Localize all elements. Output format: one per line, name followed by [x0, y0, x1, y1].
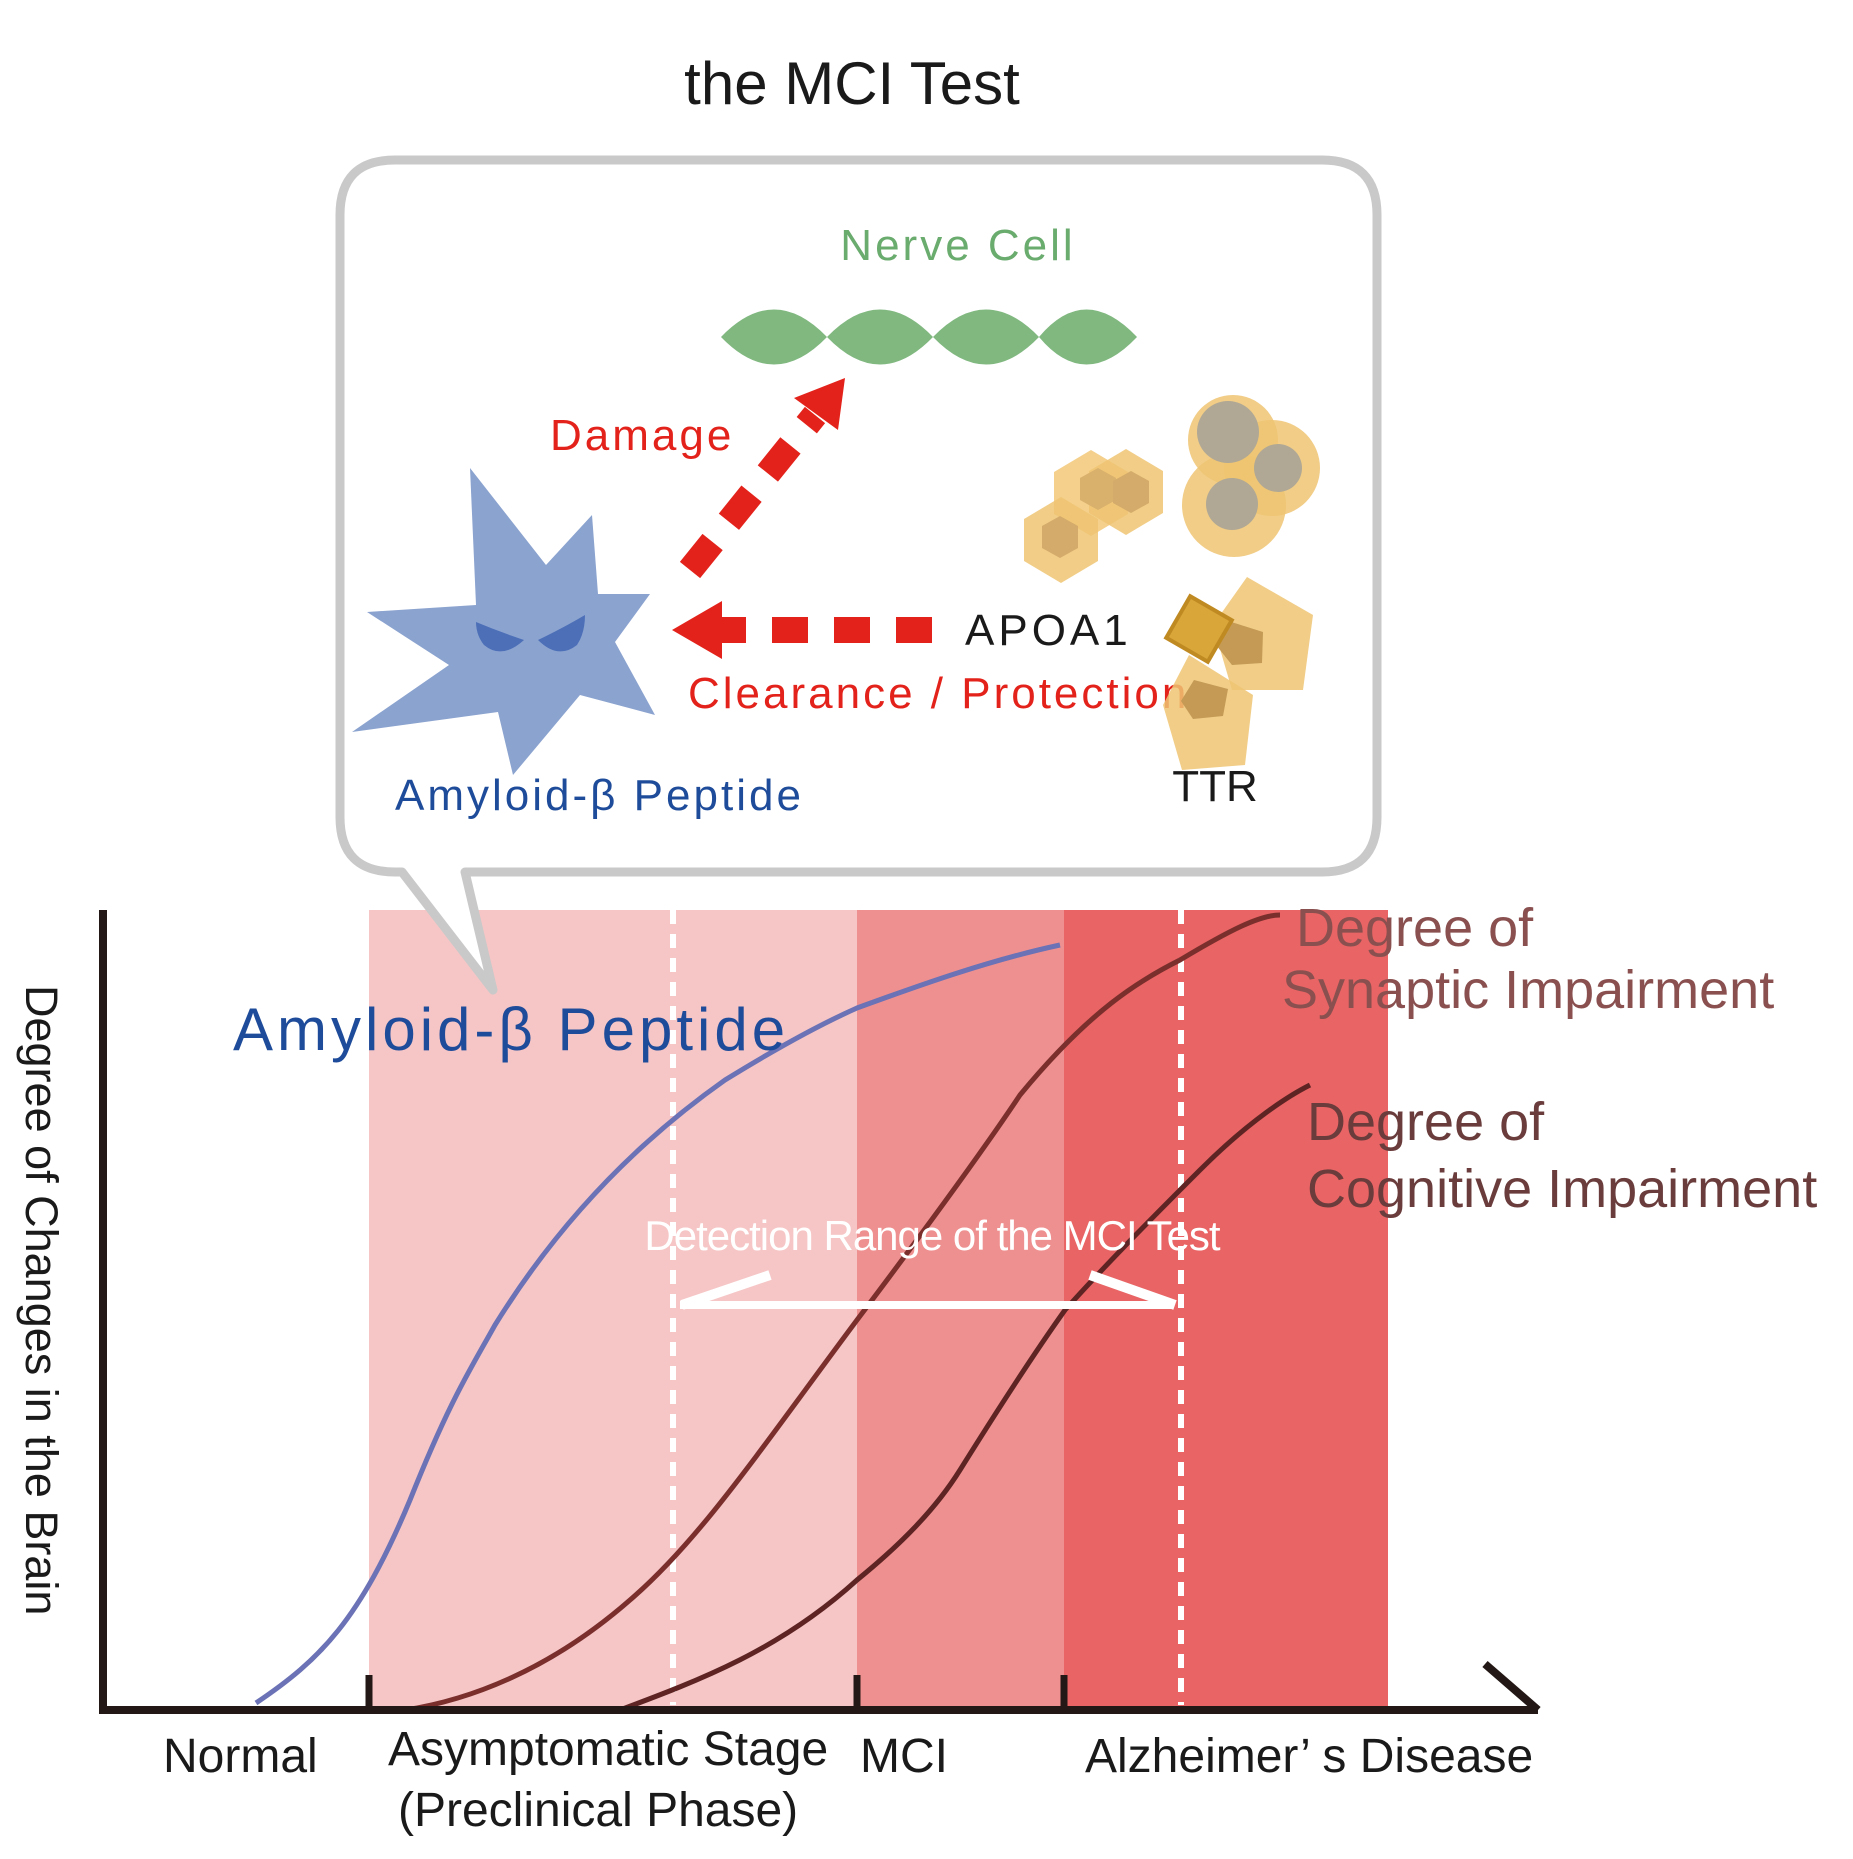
zone-asymptomatic — [369, 910, 857, 1710]
synaptic-curve — [404, 912, 1281, 1713]
damage-label: Damage — [550, 411, 734, 460]
synaptic-label-line2: Synaptic Impairment — [1282, 960, 1774, 1020]
damage-arrow — [679, 378, 845, 579]
graph-amyloid-label: Amyloid-β Peptide — [233, 996, 789, 1063]
stage-asymptomatic-line1: Asymptomatic Stage — [388, 1723, 828, 1776]
cognitive-label-line2: Cognitive Impairment — [1307, 1159, 1817, 1219]
callout-amyloid-label: Amyloid-β Peptide — [395, 771, 804, 820]
amyloid-beta-icon — [352, 468, 655, 775]
cognitive-curve — [619, 1082, 1312, 1713]
clearance-arrow — [672, 601, 932, 659]
clearance-label: Clearance / Protection — [688, 669, 1189, 718]
stage-mci: MCI — [860, 1730, 948, 1783]
stage-normal: Normal — [163, 1730, 318, 1783]
zone-mci — [857, 910, 1064, 1710]
apoa1-protein-icon — [1024, 449, 1163, 583]
synaptic-label-line1: Degree of — [1296, 898, 1534, 958]
y-axis-label: Degree of Changes in the Brain — [16, 985, 67, 1615]
apoa1-label: APOA1 — [965, 606, 1132, 655]
callout-bubble — [335, 155, 1382, 995]
detection-range-arrow — [680, 1270, 1177, 1310]
cognitive-label-line1: Degree of — [1307, 1092, 1545, 1152]
x-axis-arrowhead — [1482, 1660, 1541, 1714]
zone-alzheimers — [1064, 910, 1388, 1710]
nerve-cell-label: Nerve Cell — [840, 221, 1075, 270]
ttr-label: TTR — [1172, 762, 1258, 811]
detection-range-label: Detection Range of the MCI Test — [644, 1212, 1221, 1259]
ttr-circles-icon — [1182, 395, 1320, 557]
stage-asymptomatic-line2: (Preclinical Phase) — [398, 1784, 798, 1837]
nerve-cell-icon — [721, 309, 1137, 365]
amyloid-curve — [254, 942, 1061, 1706]
ttr-protein-icon — [1163, 577, 1313, 770]
stage-alzheimers: Alzheimer’ s Disease — [1085, 1730, 1533, 1783]
diagram-title: the MCI Test — [684, 50, 1020, 117]
